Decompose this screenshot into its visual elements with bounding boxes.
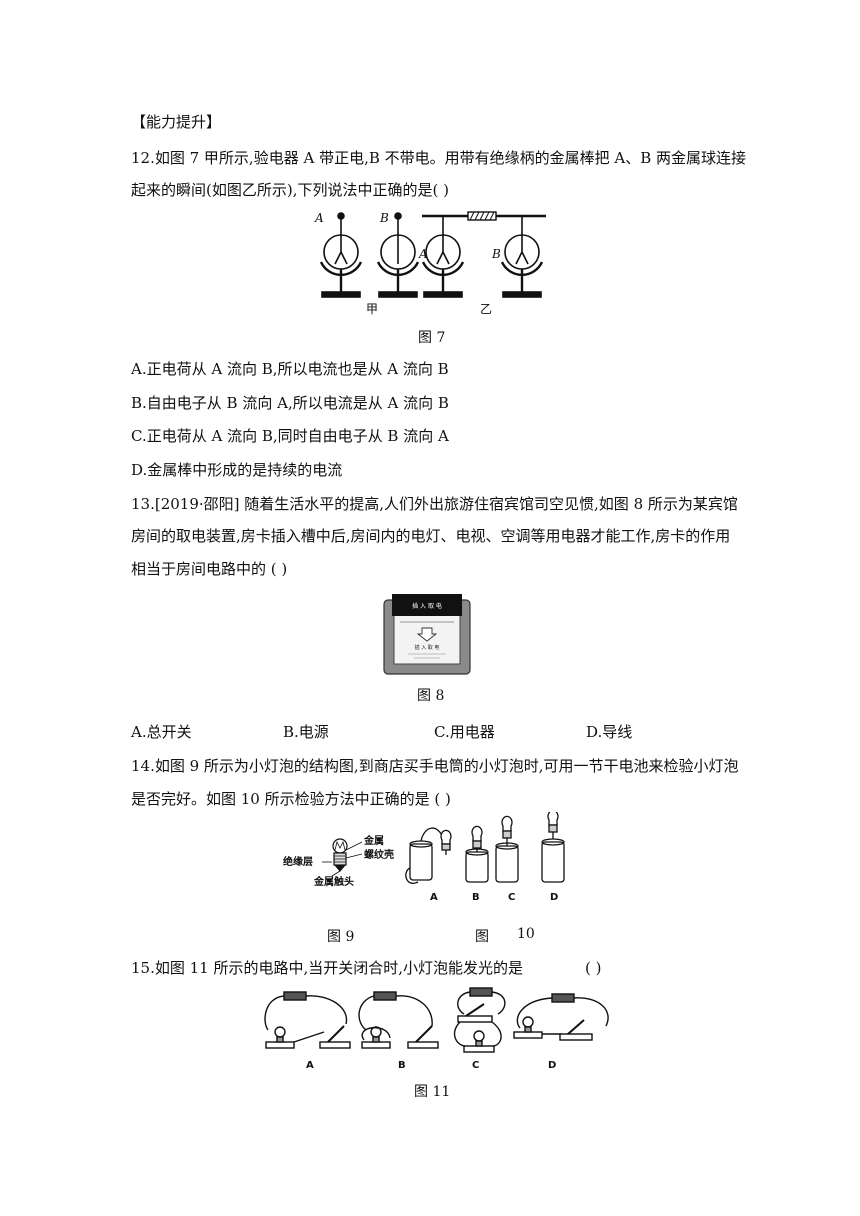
q13-option-a: A.总开关 — [131, 723, 192, 741]
fig7-label-b2: B — [491, 247, 501, 261]
circuit-a — [264, 991, 351, 1049]
q12-text-line2: 起来的瞬间(如图乙所示),下列说法中正确的是( ) — [131, 181, 449, 199]
q13-text-line3: 相当于房间电路中的 ( ) — [131, 560, 288, 578]
electroscope-b-yi — [500, 216, 544, 298]
test-b — [465, 825, 489, 883]
figure-11-caption: 图 11 — [414, 1084, 451, 1100]
fig10-label-c: C — [508, 892, 515, 903]
room-card — [392, 594, 462, 616]
figure-10-caption-left: 图 — [475, 929, 489, 945]
q13-options: A.总开关 B.电源 C.用电器 D.导线 — [0, 721, 860, 743]
q13-text-line1: 13.[2019·邵阳] 随着生活水平的提高,人们外出旅游住宿宾馆司空见惯,如图… — [131, 495, 738, 513]
circuit-b — [358, 991, 439, 1049]
slot-label: 插 入 取 电 — [415, 644, 440, 651]
fig7-label-yi: 乙 — [480, 302, 492, 316]
card-label: 插 入 取 电 — [412, 602, 442, 610]
figure-8-caption: 图 8 — [417, 688, 445, 704]
q14-text-line1: 14.如图 9 所示为小灯泡的结构图,到商店买手电筒的小灯泡时,可用一节干电池来… — [131, 757, 739, 775]
q12-option-b: B.自由电子从 B 流向 A,所以电流是从 A 流向 B — [131, 394, 449, 412]
fig10-label-b: B — [472, 892, 480, 903]
q15-bracket: ( ) — [585, 959, 602, 977]
figure-9-bulb-structure: 金属 螺纹壳 绝缘层 金属触头 — [283, 834, 394, 888]
circuit-d — [513, 993, 609, 1041]
figure-7-electroscopes: A B A B 甲 乙 — [314, 211, 546, 316]
test-a — [405, 827, 452, 884]
fig11-label-a: A — [306, 1060, 314, 1071]
fig11-label-d: D — [548, 1060, 556, 1071]
figure-7-caption: 图 7 — [418, 330, 446, 346]
fig7-label-a1: A — [314, 211, 324, 225]
fig9-label-insulation: 绝缘层 — [283, 855, 313, 868]
fig7-label-b1: B — [379, 211, 389, 225]
figure-9-caption: 图 9 — [327, 929, 355, 945]
fig7-label-jia: 甲 — [366, 302, 378, 316]
electroscope-b-jia — [376, 212, 420, 298]
fig10-label-d: D — [550, 892, 558, 903]
fig9-label-metal: 金属 — [363, 834, 384, 847]
fig11-label-c: C — [472, 1060, 479, 1071]
electroscope-a-jia — [319, 212, 363, 298]
q13-option-d: D.导线 — [586, 723, 633, 741]
fig7-label-a2: A — [418, 247, 428, 261]
figure-11-circuits: A B C D — [264, 987, 609, 1071]
fig9-label-screw-shell: 螺纹壳 — [364, 848, 394, 861]
fig9-label-metal-tip: 金属触头 — [313, 875, 354, 888]
section-heading: 【能力提升】 — [131, 113, 222, 131]
figure-10-caption-right: 10 — [517, 926, 535, 942]
figure-8-card-slot: 插 入 取 电 插 入 取 电 — [383, 594, 471, 675]
q13-text-line2: 房间的取电装置,房卡插入槽中后,房间内的电灯、电视、空调等用电器才能工作,房卡的… — [131, 527, 731, 545]
test-d — [541, 812, 565, 883]
q12-option-c: C.正电荷从 A 流向 B,同时自由电子从 B 流向 A — [131, 427, 449, 445]
arrow-down-icon — [416, 627, 438, 642]
fig10-label-a: A — [430, 892, 438, 903]
q12-option-a: A.正电荷从 A 流向 B,所以电流也是从 A 流向 B — [131, 360, 449, 378]
q14-text-line2: 是否完好。如图 10 所示检验方法中正确的是 ( ) — [131, 790, 451, 808]
circuit-c — [453, 987, 506, 1053]
electroscope-a-yi — [421, 216, 465, 298]
q12-text-line1: 12.如图 7 甲所示,验电器 A 带正电,B 不带电。用带有绝缘柄的金属棒把 … — [131, 149, 747, 167]
test-c — [495, 815, 519, 883]
figure-10-battery-tests: A B C D — [405, 812, 565, 903]
q13-option-b: B.电源 — [283, 723, 329, 741]
q12-option-d: D.金属棒中形成的是持续的电流 — [131, 461, 343, 479]
q15-text-line1: 15.如图 11 所示的电路中,当开关闭合时,小灯泡能发光的是 — [131, 959, 524, 977]
fig11-label-b: B — [398, 1060, 406, 1071]
q13-option-c: C.用电器 — [434, 723, 495, 741]
